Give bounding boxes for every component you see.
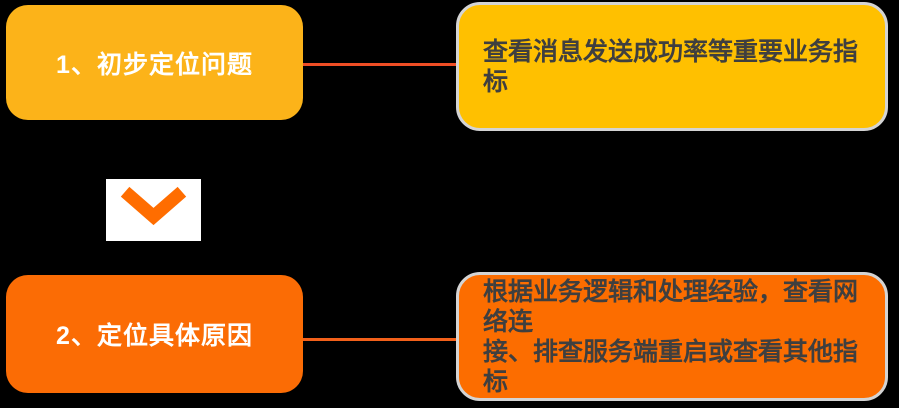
step-1-label: 1、初步定位问题 (56, 50, 253, 79)
step-1-detail-text: 查看消息发送成功率等重要业务指标 (483, 37, 859, 96)
connector-line-1 (303, 63, 456, 66)
step-2-detail-box: 根据业务逻辑和处理经验，查看网络连 接、排查服务端重启或查看其他指标 (456, 272, 888, 401)
chevron-down-icon (120, 186, 187, 226)
step-1-box: 1、初步定位问题 (6, 5, 303, 120)
step-2-detail-text: 根据业务逻辑和处理经验，查看网络连 接、排查服务端重启或查看其他指标 (483, 277, 859, 396)
connector-line-2 (303, 338, 456, 341)
down-arrow-panel (106, 179, 201, 241)
step-1-detail-box: 查看消息发送成功率等重要业务指标 (456, 2, 888, 131)
step-2-box: 2、定位具体原因 (6, 275, 303, 393)
step-2-label: 2、定位具体原因 (56, 322, 253, 350)
